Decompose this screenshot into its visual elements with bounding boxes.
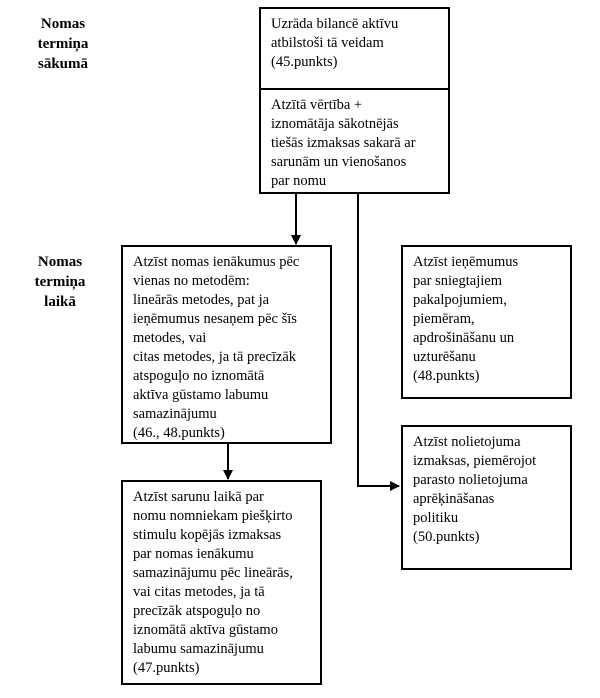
initial-cost-text: Atzītā vērtība + iznomātāja sākotnējās t… (271, 97, 416, 189)
lease-during-label: Nomas termiņa laikā (34, 254, 86, 310)
depreciation-box: Atzīst nolietojuma izmaksas, piemērojot … (401, 425, 572, 570)
lease-start-label: Nomas termiņa sākumā (37, 16, 89, 72)
arrow-to-depreciation (357, 192, 400, 491)
asset-recognition-text: Uzrāda bilancē aktīvu atbilstoši tā veid… (271, 16, 399, 70)
services-income-box: Atzīst ieņēmumus par sniegtajiem pakalpo… (401, 245, 572, 399)
lease-income-box: Atzīst nomas ienākumus pēc vienas no met… (121, 245, 332, 444)
top-box: Uzrāda bilancē aktīvu atbilstoši tā veid… (259, 7, 450, 194)
incentives-box: Atzīst sarunu laikā par nomu nomniekam p… (121, 480, 322, 685)
box-divider (261, 88, 448, 90)
